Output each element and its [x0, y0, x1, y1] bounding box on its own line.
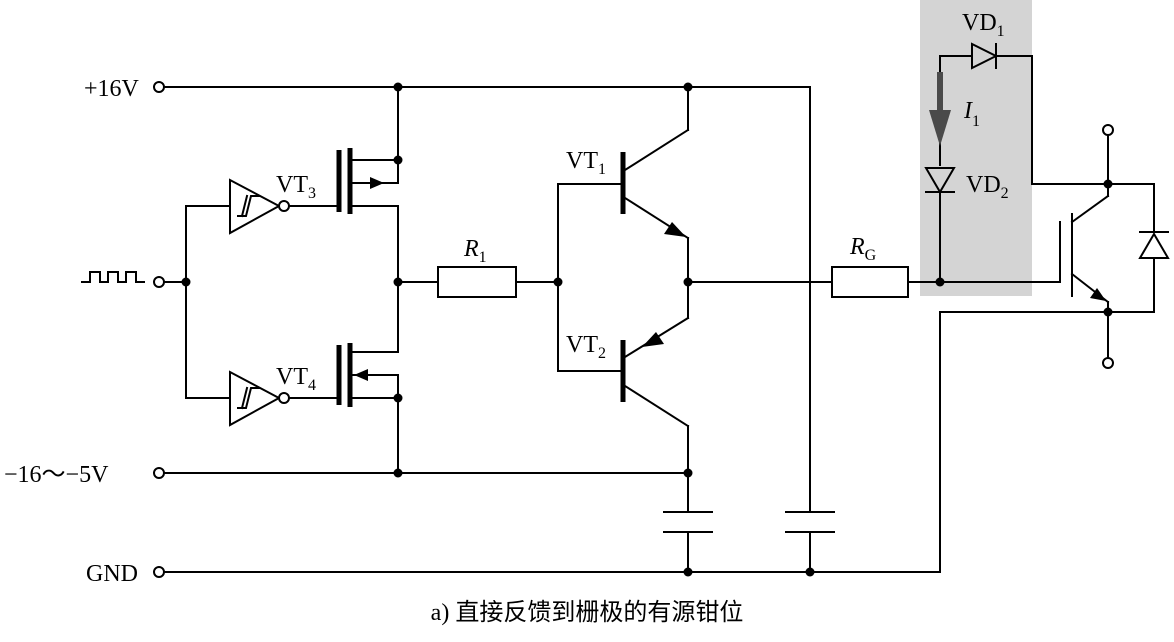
label-plus16v: +16V — [84, 76, 140, 102]
label-rg: RG — [849, 234, 877, 264]
clamp-highlight-region — [920, 0, 1032, 296]
mosfet-vt3 — [335, 148, 399, 214]
label-vt1: VT1 — [566, 148, 606, 178]
igbt — [1059, 124, 1114, 369]
resistor-r1 — [437, 266, 517, 298]
diode-vd1 — [939, 42, 1033, 70]
label-gnd: GND — [86, 561, 138, 587]
capacitor-left — [663, 472, 713, 573]
capacitor-right — [785, 86, 835, 573]
rail-gnd — [153, 566, 941, 578]
inverter-upper — [229, 178, 337, 235]
rail-minus — [153, 467, 689, 479]
input-pulse-symbol — [81, 271, 187, 288]
label-vt2: VT2 — [566, 332, 606, 362]
inverter-lower — [229, 370, 337, 427]
diode-freewheel — [1107, 183, 1170, 313]
resistor-rg — [831, 266, 909, 298]
current-arrow-i1 — [929, 72, 951, 146]
bjt-vt1 — [620, 86, 690, 283]
bjt-vt2 — [620, 281, 690, 474]
figure-caption: a) 直接反馈到栅极的有源钳位 — [431, 599, 744, 626]
label-vd2: VD2 — [966, 172, 1009, 202]
label-vd1: VD1 — [962, 10, 1005, 40]
rail-plus16v — [153, 81, 811, 93]
label-minus-rail: −16～−5V — [4, 462, 109, 488]
label-vt3: VT3 — [276, 172, 316, 202]
mosfet-vt4 — [335, 343, 399, 407]
label-vt4: VT4 — [276, 364, 316, 394]
label-r1: R1 — [463, 236, 487, 266]
label-i1: I1 — [963, 98, 980, 130]
